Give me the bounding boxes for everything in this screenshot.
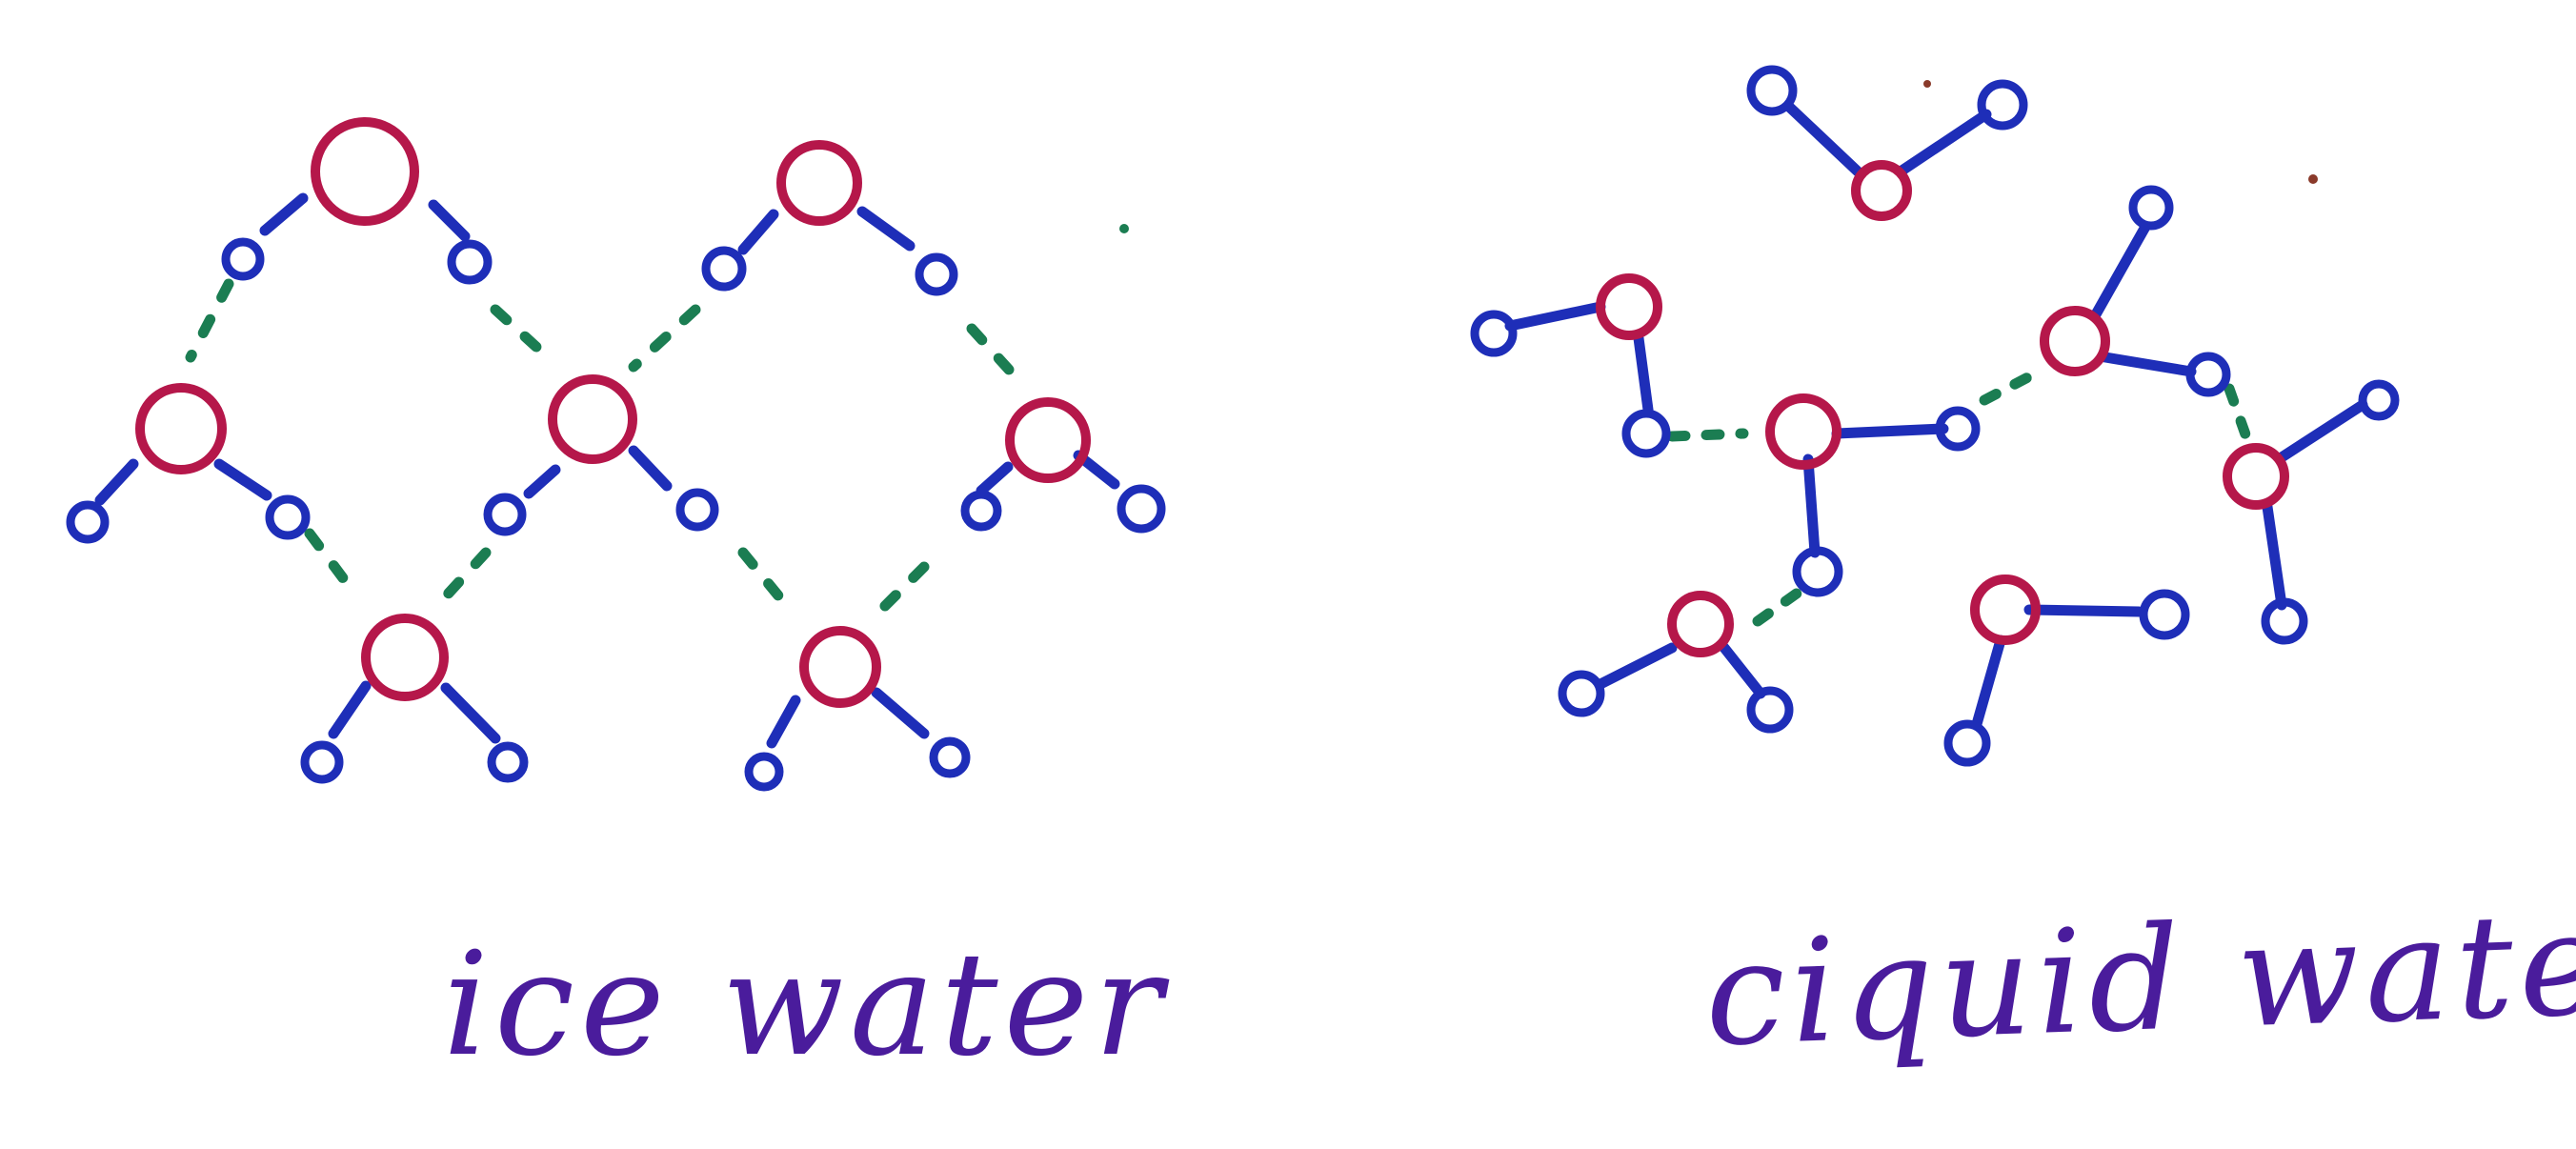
- oxygen-atom: [1851, 160, 1912, 221]
- oxygen-atom: [1765, 393, 1841, 470]
- hydrogen-bond: [490, 304, 553, 363]
- ice-hydrogen-bonds: [185, 278, 1025, 620]
- oh-bond: [213, 458, 272, 501]
- hydrogen-atom: [675, 488, 719, 532]
- oh-bond: [2090, 221, 2151, 320]
- liquid-hydrogen-atoms: [1470, 65, 2400, 767]
- oh-bond: [328, 680, 372, 739]
- oh-bond: [1504, 301, 1606, 332]
- hydrogen-atom: [447, 239, 493, 285]
- ice-water-caption: ice water: [443, 922, 1169, 1088]
- oh-bond: [856, 206, 916, 252]
- oxygen-atom: [548, 374, 637, 464]
- hydrogen-atom: [1558, 670, 1605, 717]
- hydrogen-bond: [1666, 428, 1749, 442]
- oxygen-atom: [1970, 574, 2041, 645]
- hydrogen-atom: [1792, 546, 1843, 597]
- liquid-water-caption: ciquid water: [1701, 878, 2576, 1078]
- hydrogen-atom: [2185, 352, 2231, 397]
- liquid-hydrogen-bonds: [1666, 366, 2256, 627]
- oh-bond: [1595, 642, 1678, 690]
- ink-dot: [2308, 174, 2318, 184]
- oxygen-atom: [1005, 397, 1091, 483]
- hydrogen-atom: [487, 741, 529, 783]
- ice-hydrogen-atoms: [66, 237, 1166, 792]
- oxygen-atom: [776, 140, 862, 226]
- oh-bond: [628, 445, 673, 492]
- oh-bond: [1633, 333, 1654, 415]
- ink-dot: [1923, 80, 1931, 88]
- hydrogen-atom: [915, 252, 958, 296]
- oh-bond: [2276, 399, 2368, 463]
- hydrogen-bond: [1752, 585, 1806, 627]
- oh-bond: [1895, 109, 1992, 177]
- oh-bond: [737, 209, 779, 255]
- hydrogen-atom: [929, 736, 971, 778]
- hydrogen-bond: [304, 528, 358, 596]
- oxygen-atom: [2223, 443, 2289, 510]
- hydrogen-bond: [2224, 383, 2256, 454]
- ice-panel: [66, 117, 1166, 792]
- oh-bond: [2023, 604, 2144, 617]
- oxygen-atom: [361, 614, 449, 701]
- hydrogen-atom: [1621, 409, 1671, 458]
- oh-bond: [766, 695, 801, 749]
- hydrogen-atom: [221, 237, 265, 281]
- oh-bond: [2262, 501, 2287, 611]
- liquid-oxygen-atoms: [1596, 160, 2289, 657]
- oh-bond: [1802, 454, 1821, 558]
- hydrogen-bond: [185, 278, 234, 363]
- oh-bond: [2100, 352, 2197, 377]
- hydrogen-atom: [1117, 484, 1166, 534]
- hydrogen-atom: [66, 500, 110, 544]
- hydrogen-atom: [1935, 406, 1981, 452]
- oxygen-atom: [135, 383, 227, 474]
- hydrogen-atom: [1943, 719, 1991, 767]
- hydrogen-atom: [265, 494, 311, 540]
- hydrogen-atom: [1746, 65, 1798, 116]
- hydrogen-atom: [2261, 597, 2308, 645]
- oh-bond: [259, 192, 309, 236]
- hydrogen-atom: [2358, 379, 2400, 421]
- ice-oxygen-atoms: [135, 117, 1091, 708]
- hydrogen-atom: [1470, 310, 1518, 357]
- oh-bond: [1831, 423, 1949, 439]
- hydrogen-bond: [966, 323, 1025, 387]
- oxygen-atom: [799, 626, 881, 708]
- liquid-panel: [1470, 65, 2400, 767]
- oh-bond: [1783, 101, 1863, 177]
- hydrogen-atom: [744, 752, 784, 792]
- hydrogen-atom: [483, 493, 527, 536]
- hydrogen-atom: [2139, 589, 2190, 640]
- oh-bond: [1971, 635, 2006, 730]
- ink-dot: [1119, 224, 1129, 233]
- hydrogen-bond: [871, 561, 930, 620]
- oh-bond: [1719, 642, 1766, 699]
- ice-covalent-bonds: [94, 192, 1120, 749]
- oh-bond: [440, 682, 501, 744]
- oxygen-atom: [1596, 273, 1662, 340]
- hydrogen-atom: [2128, 185, 2174, 231]
- oh-bond: [94, 458, 139, 506]
- oxygen-atom: [2040, 306, 2110, 376]
- hydrogen-atom: [701, 246, 747, 292]
- oxygen-atom: [311, 117, 419, 226]
- hydrogen-bond: [628, 304, 701, 373]
- oh-bond: [976, 461, 1014, 496]
- hydrogen-bond: [1979, 366, 2044, 406]
- hydrogen-atom: [300, 740, 344, 784]
- hydrogen-atom: [960, 490, 1002, 532]
- oxygen-atom: [1667, 591, 1734, 657]
- liquid-covalent-bonds: [1504, 101, 2368, 730]
- oh-bond: [523, 464, 561, 499]
- oh-bond: [428, 199, 471, 242]
- hydrogen-bond: [428, 547, 492, 615]
- hydrogen-bond: [737, 547, 792, 611]
- oh-bond: [871, 687, 930, 739]
- hydrogen-atom: [1977, 79, 2028, 131]
- hydrogen-atom: [1746, 686, 1794, 734]
